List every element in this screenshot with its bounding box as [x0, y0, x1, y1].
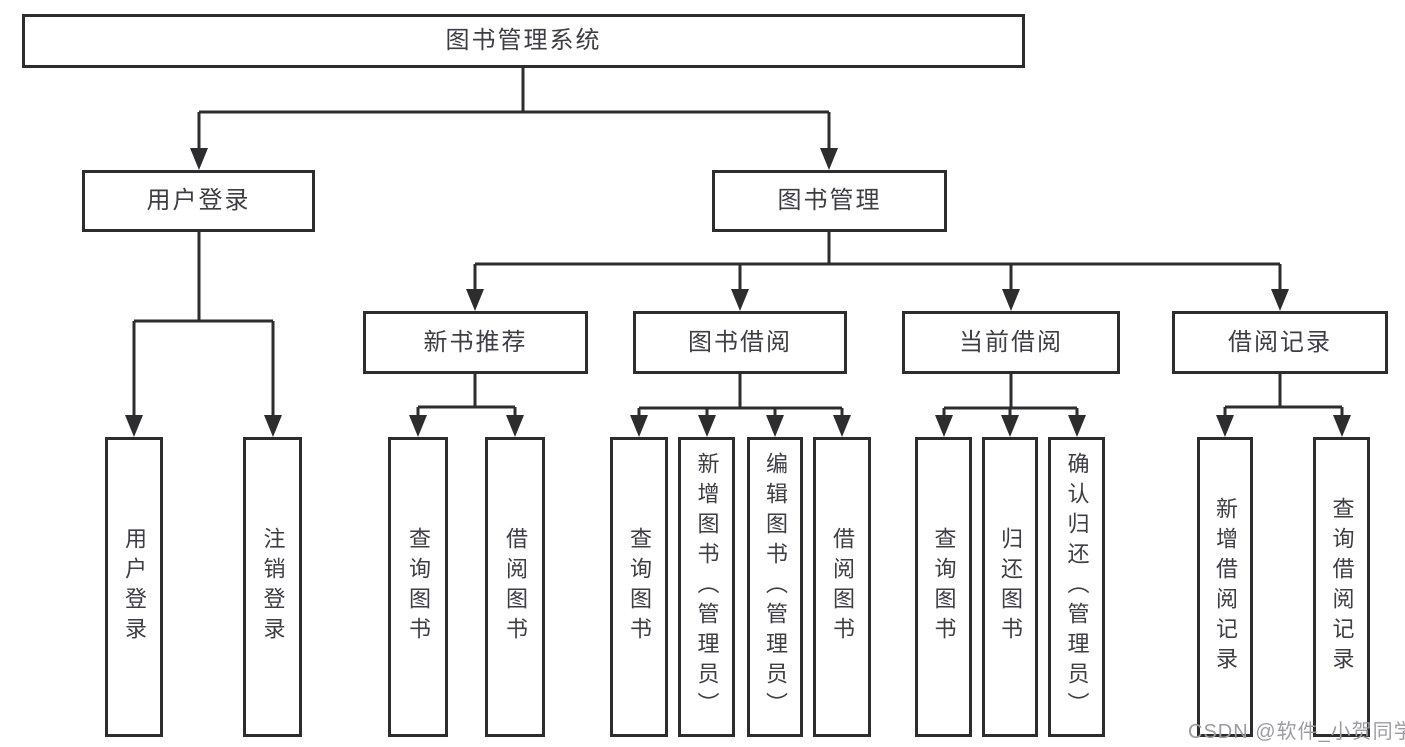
node-borrow-records: 借阅记录 — [1172, 311, 1388, 374]
leaf-borrow-add-books-admin-label: 新增图书（管理员） — [694, 452, 720, 722]
leaf-borrow-query-books-label: 查询图书 — [627, 527, 652, 647]
leaf-current-return-books: 归还图书 — [982, 437, 1038, 737]
node-root-label: 图书管理系统 — [445, 27, 602, 54]
node-book-borrow: 图书借阅 — [633, 311, 847, 374]
leaf-current-return-books-label: 归还图书 — [998, 527, 1023, 647]
leaf-newrec-query-books-label: 查询图书 — [406, 527, 431, 647]
leaf-logout: 注销登录 — [243, 437, 302, 737]
leaf-records-add-record: 新增借阅记录 — [1197, 437, 1253, 737]
node-book-borrow-label: 图书借阅 — [688, 328, 792, 356]
node-book-management-label: 图书管理 — [777, 187, 882, 214]
leaf-current-confirm-return-admin: 确认归还（管理员） — [1048, 437, 1105, 737]
node-current-borrow-label: 当前借阅 — [959, 328, 1063, 356]
leaf-user-login-label: 用户登录 — [122, 527, 147, 647]
node-current-borrow: 当前借阅 — [902, 311, 1120, 374]
leaf-current-confirm-return-admin-label: 确认归还（管理员） — [1064, 452, 1090, 722]
leaf-borrow-edit-books-admin: 编辑图书（管理员） — [747, 437, 803, 737]
leaf-logout-label: 注销登录 — [260, 527, 286, 647]
node-new-book-recommend: 新书推荐 — [363, 311, 588, 374]
node-borrow-records-label: 借阅记录 — [1228, 328, 1332, 356]
leaf-newrec-borrow-books-label: 借阅图书 — [503, 527, 528, 647]
node-root: 图书管理系统 — [22, 14, 1025, 68]
leaf-newrec-query-books: 查询图书 — [388, 437, 448, 737]
leaf-newrec-borrow-books: 借阅图书 — [485, 437, 545, 737]
leaf-current-query-books-label: 查询图书 — [931, 527, 957, 647]
leaf-borrow-query-books: 查询图书 — [610, 437, 668, 737]
leaf-records-add-record-label: 新增借阅记录 — [1213, 497, 1238, 677]
node-book-management: 图书管理 — [712, 170, 947, 232]
node-user-login-label: 用户登录 — [146, 187, 251, 214]
watermark: CSDN @软件_小贺同学 — [1188, 721, 1405, 743]
leaf-records-query-record-label: 查询借阅记录 — [1329, 497, 1355, 677]
leaf-current-query-books: 查询图书 — [915, 437, 972, 737]
node-user-login: 用户登录 — [82, 170, 315, 232]
node-new-book-recommend-label: 新书推荐 — [423, 328, 528, 356]
leaf-records-query-record: 查询借阅记录 — [1313, 437, 1370, 737]
leaf-borrow-add-books-admin: 新增图书（管理员） — [678, 437, 735, 737]
leaf-borrow-borrow-books: 借阅图书 — [813, 437, 871, 737]
leaf-user-login: 用户登录 — [105, 437, 163, 737]
leaf-borrow-edit-books-admin-label: 编辑图书（管理员） — [763, 452, 788, 722]
leaf-borrow-borrow-books-label: 借阅图书 — [830, 527, 855, 647]
